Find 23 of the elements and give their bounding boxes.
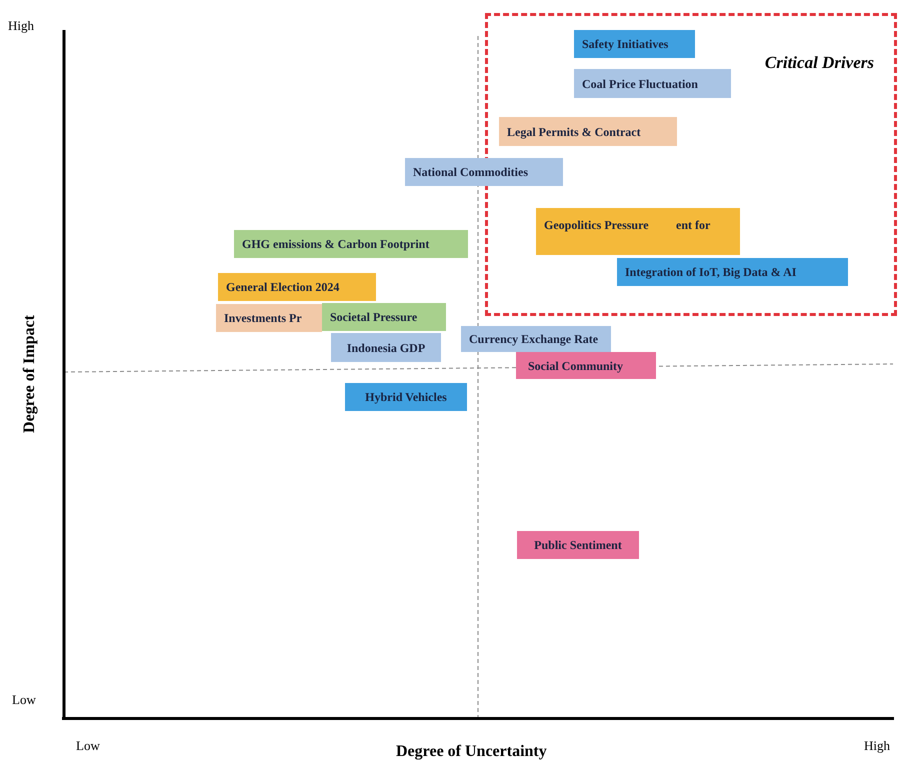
axis-title: Degree of Impact: [20, 314, 39, 435]
axis-title: Degree of Uncertainty: [396, 742, 547, 762]
factor-box: General Election 2024: [218, 273, 376, 301]
factor-box: Currency Exchange Rate: [461, 326, 611, 352]
factor-box: Coal Price Fluctuation: [574, 69, 731, 98]
factor-box: National Commodities: [405, 158, 563, 186]
factor-box: Legal Permits & Contract: [499, 117, 677, 146]
factor-box: Investments Pr: [216, 304, 322, 332]
factor-box: Societal Pressure: [322, 303, 446, 331]
axis-tick-label: High: [8, 17, 34, 35]
zone-label: Critical Drivers: [764, 52, 874, 74]
axis-tick-label: Low: [12, 691, 36, 709]
axis-tick-label: High: [864, 737, 890, 755]
factor-box: GHG emissions & Carbon Footprint: [234, 230, 468, 258]
factor-box: ent for: [668, 208, 740, 255]
factor-box: Geopolitics Pressure: [536, 208, 668, 255]
axis-tick-label: Low: [76, 737, 100, 755]
factor-box: Safety Initiatives: [574, 30, 695, 58]
factor-box: Social Community: [516, 352, 656, 379]
factor-box: Public Sentiment: [517, 531, 639, 559]
factor-box: Integration of IoT, Big Data & AI: [617, 258, 848, 286]
factor-box: Hybrid Vehicles: [345, 383, 467, 411]
factor-box: Indonesia GDP: [331, 333, 441, 362]
